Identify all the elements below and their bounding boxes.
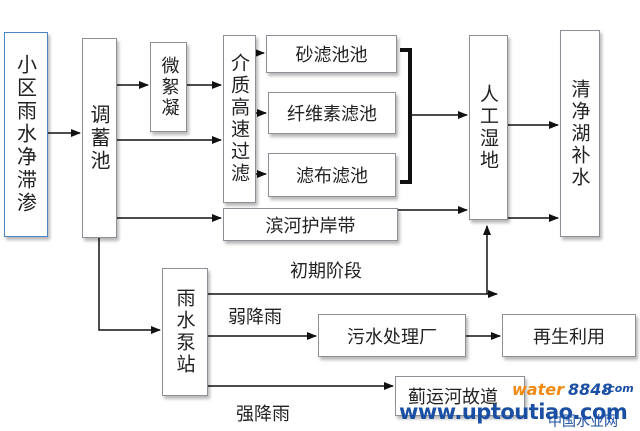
riverbank-belt-box: 滨河护岸带 xyxy=(223,208,398,241)
filters-bracket xyxy=(400,48,412,184)
artificial-wetland-box: 人工湿地 xyxy=(469,35,508,220)
high-speed-filter-box: 介质高速过滤 xyxy=(223,35,256,203)
micro-flocculation-box: 微絮凝 xyxy=(150,42,187,132)
heavy-rain-label: 强降雨 xyxy=(236,404,290,425)
canal-box: 蓟运河故道 xyxy=(395,376,525,416)
rain-retention-box: 小区雨水净滞渗 xyxy=(4,32,48,237)
watermark-site: www.uptoutiao.com xyxy=(399,400,628,424)
fiber-filter-box: 纤维素滤池 xyxy=(268,92,396,134)
watermark-com: .com xyxy=(604,382,634,395)
light-rain-label: 弱降雨 xyxy=(228,307,282,328)
arrow-pond-to-pump xyxy=(98,238,161,334)
sewage-plant-box: 污水处理厂 xyxy=(318,314,466,357)
cloth-filter-box: 滤布滤池 xyxy=(268,153,396,197)
pump-station-box: 雨水泵站 xyxy=(162,268,208,396)
regulating-pond-box: 调蓄池 xyxy=(82,38,117,238)
initial-stage-label: 初期阶段 xyxy=(290,261,362,282)
lake-replenish-box: 清净湖补水 xyxy=(560,30,600,237)
watermark-water: water xyxy=(512,380,564,399)
watermark-cn: 中国水业网 xyxy=(548,414,618,430)
reuse-box: 再生利用 xyxy=(502,314,636,357)
sand-filter-box: 砂滤池池 xyxy=(266,35,397,73)
watermark-num: 8848 xyxy=(568,380,613,399)
